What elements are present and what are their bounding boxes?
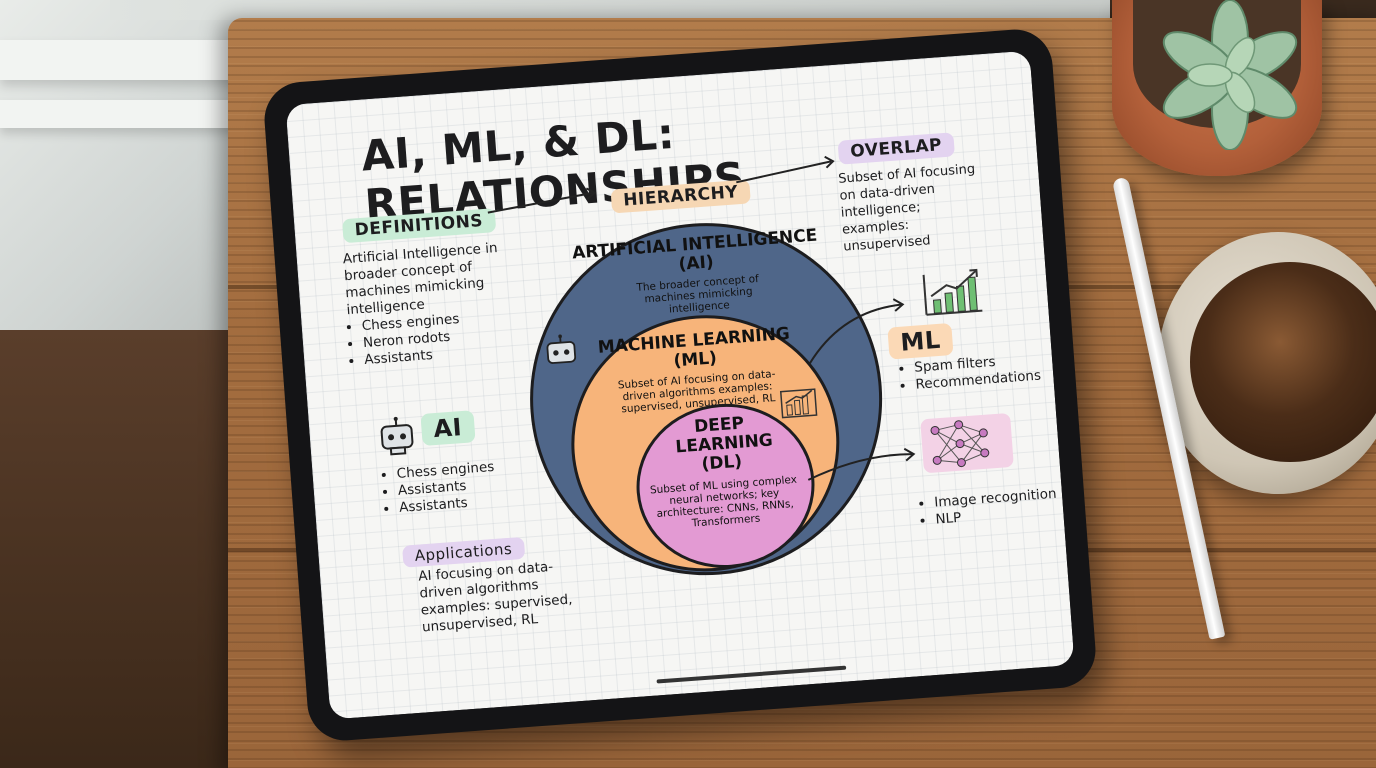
definitions-description: Artificial Intelligence in broader conce… [342, 240, 499, 319]
ai-circle-title: ARTIFICIAL INTELLIGENCE (AI) [571, 225, 818, 275]
window-frame [0, 40, 260, 80]
dl-circle-title: DEEP LEARNING (DL) [674, 413, 774, 475]
arrow-icon [736, 155, 835, 184]
succulent-plant [1162, 0, 1298, 150]
floor [0, 330, 250, 768]
applications-text: AI focusing on data-driven algorithms ex… [417, 558, 573, 636]
bar-chart-icon [779, 388, 818, 419]
tablet: AI, ML, & DL: RELATIONSHIPS DEFINITIONS … [261, 26, 1099, 744]
dl-examples: Image recognition NLP [920, 484, 1075, 530]
arrow-icon [487, 187, 597, 214]
ml-circle-label: MACHINE LEARNING (ML) Subset of AI focus… [587, 324, 804, 417]
dl-circle-label: DEEP LEARNING (DL) Subset of ML using co… [640, 410, 806, 532]
ml-tag: ML [887, 322, 954, 360]
definitions-text: Artificial Intelligence in broader conce… [342, 240, 510, 370]
tablet-screen: AI, ML, & DL: RELATIONSHIPS DEFINITIONS … [285, 50, 1075, 720]
robot-icon [380, 416, 414, 456]
window-frame [0, 100, 250, 128]
growth-chart-icon [922, 268, 983, 316]
robot-icon [546, 334, 577, 364]
arrow-icon [808, 298, 905, 364]
ai-tag: AI [420, 410, 476, 447]
neural-network-icon [930, 420, 990, 468]
home-indicator [656, 665, 847, 684]
window-sill [110, 0, 1110, 20]
ai-examples: Chess engines Assistants Assistants [382, 458, 515, 518]
arrow-icon [807, 447, 916, 481]
coffee [1190, 262, 1376, 462]
overlap-text: Subset of AI focusing on data-driven int… [837, 161, 976, 255]
